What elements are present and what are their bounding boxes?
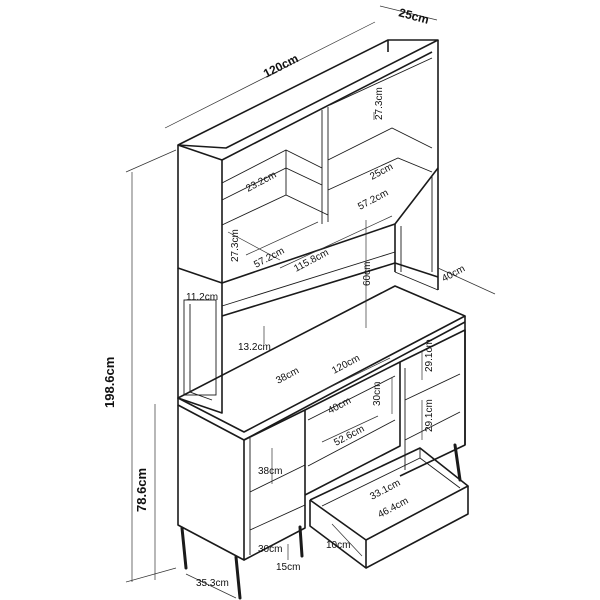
middle-frame xyxy=(177,168,439,414)
label-upper-shelf-left-h: 23.2cm xyxy=(244,170,278,195)
label-inner-width-right: 57.2cm xyxy=(356,188,390,213)
leg-back-center xyxy=(298,525,304,558)
label-drawer-inner-width: 46.4cm xyxy=(376,496,410,521)
label-drawer-height: 30cm xyxy=(372,382,383,406)
label-side-depth: 40cm xyxy=(440,263,467,284)
label-top-width: 120cm xyxy=(261,51,301,80)
label-left-depth: 35.3cm xyxy=(196,578,229,589)
leg-front-left xyxy=(180,526,188,570)
lower-desk xyxy=(177,285,469,600)
left-cabinet-side xyxy=(177,405,245,561)
label-lower-height: 78.6cm xyxy=(134,468,149,512)
label-left-cube-h: 38cm xyxy=(258,466,282,477)
label-upper-shelf-depth: 25cm xyxy=(368,161,395,182)
upper-hutch xyxy=(177,39,439,284)
hutch-left-side xyxy=(177,145,223,284)
label-drawer-width: 52.6cm xyxy=(332,424,366,449)
label-rail-width: 115.8cm xyxy=(292,247,330,274)
label-desk-depth2: 40cm xyxy=(326,395,353,416)
label-top-depth: 25cm xyxy=(397,5,430,26)
label-gap-h: 13.2cm xyxy=(238,342,271,353)
label-open-height: 60cm xyxy=(362,262,373,286)
label-small-shelf: 11.2cm xyxy=(186,292,218,303)
label-left-cube-h2: 30cm xyxy=(258,544,282,555)
leg-front-center xyxy=(234,555,242,600)
label-upper-shelf-h: 27.3cm xyxy=(374,87,385,120)
label-leg-height: 15cm xyxy=(276,562,300,573)
label-right-cube-h2: 29.1cm xyxy=(424,399,435,432)
label-desk-depth: 38cm xyxy=(274,365,301,386)
label-drawer-front: 10cm xyxy=(326,540,350,551)
label-right-cube-h1: 29.1cm xyxy=(424,339,435,372)
dimension-lines xyxy=(125,5,496,599)
label-lower-shelf-h-left: 27.3cm xyxy=(230,229,241,262)
label-total-height: 198.6cm xyxy=(102,357,117,408)
left-frame-opening xyxy=(183,299,217,396)
leg-right xyxy=(453,443,462,482)
